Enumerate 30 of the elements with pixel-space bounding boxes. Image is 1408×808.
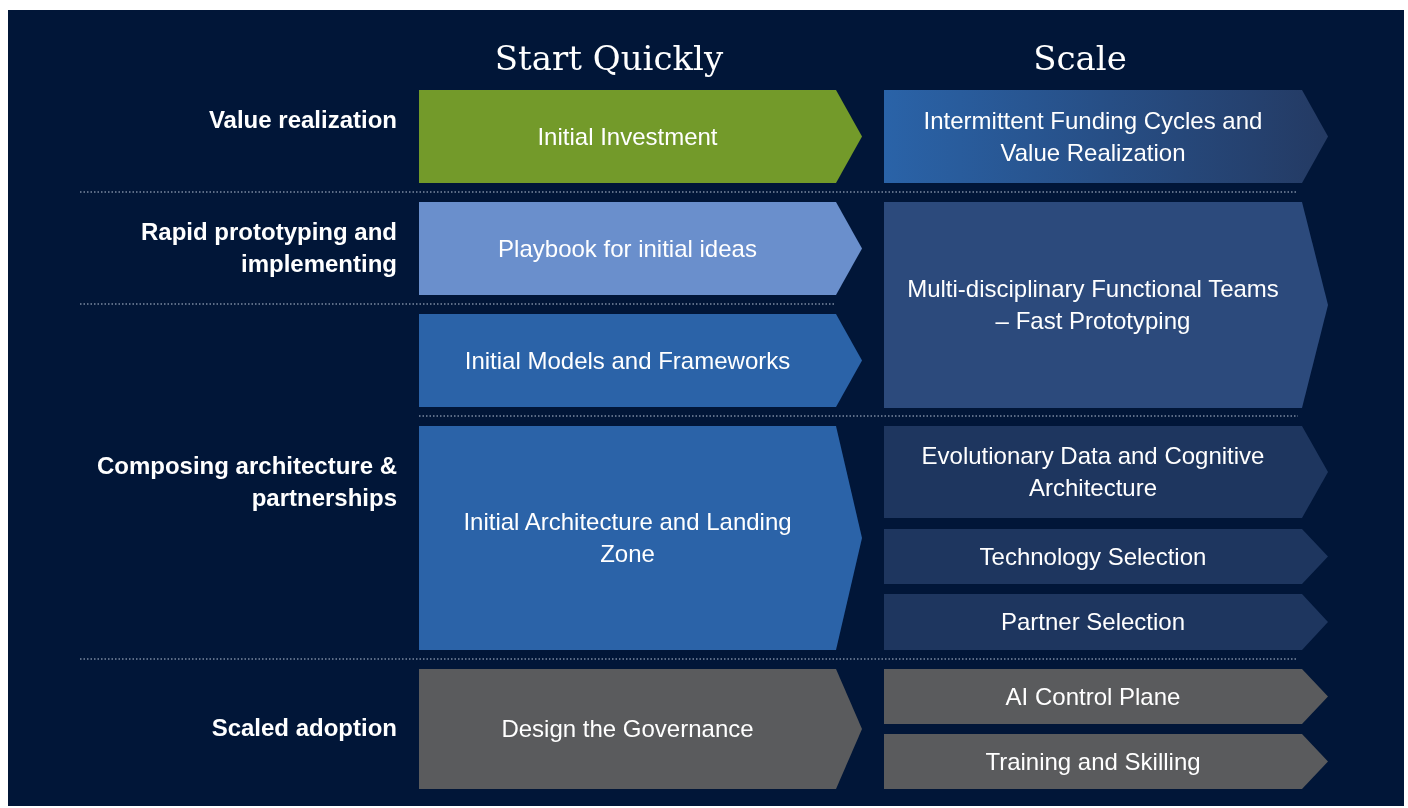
step-text: Partner Selection [999, 607, 1187, 637]
chevron-box [419, 90, 862, 183]
step-text: Playbook for initial ideas [497, 233, 758, 264]
row-heading: Scaled adoption [210, 713, 397, 743]
row-heading: Value realization [207, 105, 397, 135]
step-text: Technology Selection [978, 541, 1208, 572]
row-heading: Composing architecture & partnerships [95, 451, 397, 513]
chevron-box [884, 594, 1328, 650]
chevron-box [419, 202, 862, 295]
chevron-box [419, 314, 862, 407]
step-text: Initial Investment [536, 121, 719, 152]
chevron-box [884, 734, 1328, 789]
row-heading: Rapid prototyping and implementing [140, 217, 397, 279]
step-text: Training and Skilling [984, 746, 1202, 777]
column-heading: Start Quickly [493, 38, 725, 78]
step-text: Intermittent Funding Cycles and Value Realization [922, 105, 1264, 168]
chevron-box [419, 669, 862, 789]
chevron-box [884, 669, 1328, 724]
step-text: Design the Governance [500, 714, 755, 744]
column-heading: Scale [1032, 38, 1128, 78]
chevron-box [884, 202, 1328, 408]
chevron-box [419, 426, 862, 650]
step-text: Multi-disciplinary Functional Teams – Fast Prototyping [906, 274, 1280, 336]
step-text: AI Control Plane [1004, 681, 1182, 712]
step-text: Initial Architecture and Landing Zone [462, 507, 793, 569]
chevron-box [884, 426, 1328, 518]
chevron-box [884, 529, 1328, 584]
chevron-box [884, 90, 1328, 183]
step-text: Initial Models and Frameworks [463, 345, 792, 376]
step-text: Evolutionary Data and Cognitive Architecture [920, 441, 1266, 503]
